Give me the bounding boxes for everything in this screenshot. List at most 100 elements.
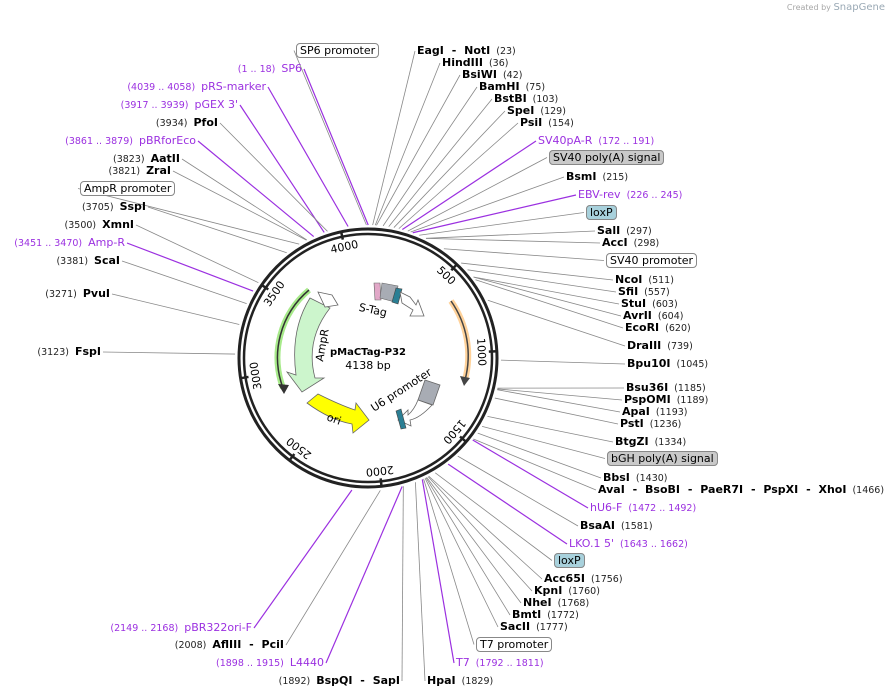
site-name: NcoI	[615, 273, 643, 286]
position-text: (3451 .. 3470)	[14, 238, 83, 249]
position-text: (1430)	[635, 473, 668, 484]
tick-mark	[240, 375, 249, 380]
enzyme-site-label[interactable]: (3934)PfoI	[156, 116, 218, 130]
enzyme-site-label[interactable]: KpnI(1760)	[534, 584, 600, 598]
enzyme-site-label[interactable]: (3821)ZraI	[108, 164, 171, 178]
backbone-circle	[237, 227, 499, 489]
enzyme-site-label[interactable]: BmtI(1772)	[512, 608, 579, 622]
tick-mark	[260, 283, 269, 291]
enzyme-site-label[interactable]: Bpu10I(1045)	[627, 357, 708, 371]
site-name: pBRforEco	[138, 134, 196, 147]
feature-label[interactable]: AmpR promoter	[80, 181, 176, 196]
position-text: (604)	[657, 311, 684, 322]
enzyme-site-label[interactable]: BbsI(1430)	[603, 471, 668, 485]
enzyme-site-label[interactable]: DraIII(739)	[627, 339, 693, 353]
site-name: BsiWI	[462, 68, 497, 81]
enzyme-site-label[interactable]: HpaI(1829)	[427, 674, 493, 688]
enzyme-site-label[interactable]: NcoI(511)	[615, 273, 674, 287]
enzyme-site-label[interactable]: PstI(1236)	[620, 417, 681, 431]
enzyme-site-label[interactable]: BsmI(215)	[566, 170, 628, 184]
position-text: (3271)	[45, 289, 77, 300]
enzyme-site-label[interactable]: HindIII(36)	[442, 56, 508, 70]
primer-label[interactable]: LKO.1 5'(1643 .. 1662)	[569, 537, 688, 551]
primer-label[interactable]: (3451 .. 3470)Amp-R	[14, 236, 125, 250]
feature-label[interactable]: SP6 promoter	[296, 43, 380, 58]
enzyme-site-label[interactable]: AvaI - BsoBI - PaeR7I - PspXI - XhoI(146…	[598, 483, 884, 497]
leader-line	[239, 104, 325, 233]
enzyme-site-label[interactable]: (3271)PvuI	[45, 287, 110, 301]
enzyme-site-label[interactable]: SpeI(129)	[507, 104, 566, 118]
feature-label[interactable]: loxP	[586, 205, 617, 220]
feature-u6-promoter[interactable]: U6 promoter	[369, 365, 441, 430]
leader-line	[77, 188, 300, 245]
primer-label[interactable]: hU6-F(1472 .. 1492)	[590, 501, 696, 515]
tick-label: 4000	[329, 238, 359, 257]
position-text: (1045)	[676, 359, 709, 370]
position-text: (1 .. 18)	[237, 64, 276, 75]
enzyme-site-label[interactable]: EagI - NotI(23)	[417, 44, 516, 58]
leader-line	[487, 416, 614, 443]
enzyme-site-label[interactable]: PsiI(154)	[520, 116, 574, 130]
feature-name: bGH poly(A) signal	[607, 451, 718, 466]
feature-label[interactable]: loxP	[554, 553, 585, 568]
enzyme-site-label[interactable]: SacII(1777)	[500, 620, 568, 634]
position-text: (36)	[488, 58, 509, 69]
feature-label[interactable]: bGH poly(A) signal	[607, 451, 718, 466]
enzyme-site-label[interactable]: BstBI(103)	[494, 92, 558, 106]
enzyme-site-label[interactable]: AvrII(604)	[623, 309, 683, 323]
position-text: (557)	[644, 287, 670, 298]
site-name: pRS-marker	[201, 80, 266, 93]
enzyme-site-label[interactable]: (1892)BspQI - SapI	[279, 674, 400, 688]
site-name: SfiI	[618, 285, 639, 298]
enzyme-site-label[interactable]: (3823)AatII	[113, 152, 180, 166]
enzyme-site-label[interactable]: BsaAI(1581)	[580, 519, 653, 533]
primer-label[interactable]: T7(1792 .. 1811)	[456, 656, 544, 670]
position-text: (103)	[532, 94, 559, 105]
primer-label[interactable]: (1898 .. 1915)L4440	[216, 656, 324, 670]
snapgene-logo: SnapGene	[833, 2, 885, 13]
enzyme-site-label[interactable]: PspOMI(1189)	[624, 393, 708, 407]
enzyme-site-label[interactable]: StuI(603)	[621, 297, 678, 311]
enzyme-site-label[interactable]: (2008)AflIII - PciI	[175, 638, 284, 652]
primer-label[interactable]: EBV-rev(226 .. 245)	[578, 188, 682, 202]
site-name: HpaI	[427, 674, 456, 687]
enzyme-site-label[interactable]: BsiWI (42)	[462, 68, 522, 82]
enzyme-site-label[interactable]: EcoRI(620)	[625, 321, 691, 335]
enzyme-site-label[interactable]: Acc65I(1756)	[544, 572, 623, 586]
enzyme-site-label[interactable]: SalI(297)	[597, 224, 652, 238]
enzyme-site-label[interactable]: NheI(1768)	[523, 596, 589, 610]
enzyme-site-label[interactable]: SfiI (557)	[618, 285, 670, 299]
feature-ampr[interactable]: AmpR	[285, 291, 339, 393]
position-text: (75)	[525, 82, 546, 93]
leader-line	[424, 477, 499, 628]
feature-label[interactable]: SV40 promoter	[606, 253, 698, 268]
enzyme-site-label[interactable]: Bsu36I(1185)	[626, 381, 706, 395]
primer-label[interactable]: (2149 .. 2168)pBR322ori-F	[110, 621, 252, 635]
site-name: ZraI	[146, 164, 171, 177]
primer-label[interactable]: (3861 .. 3879)pBRforEco	[65, 134, 196, 148]
feature-label[interactable]: SV40 poly(A) signal	[549, 150, 665, 165]
primer-label[interactable]: (1 .. 18)SP6	[238, 62, 302, 76]
position-text: (226 .. 245)	[626, 190, 683, 201]
site-name: pBR322ori-F	[184, 621, 252, 634]
site-name: AflIII - PciI	[212, 638, 284, 651]
position-text: (42)	[502, 70, 523, 81]
primer-label[interactable]: (4039 .. 4058)pRS-marker	[127, 80, 266, 94]
leader-line	[467, 269, 617, 293]
enzyme-site-label[interactable]: AccI(298)	[602, 236, 659, 250]
enzyme-site-label[interactable]: ApaI(1193)	[622, 405, 688, 419]
primer-label[interactable]: (3917 .. 3939)pGEX 3'	[121, 98, 238, 112]
position-text: (172 .. 191)	[598, 136, 655, 147]
site-name: BsaAI	[580, 519, 615, 532]
primer-label[interactable]: SV40pA-R(172 .. 191)	[538, 134, 654, 148]
enzyme-site-label[interactable]: (3123)FspI	[37, 345, 101, 359]
feature-label[interactable]: T7 promoter	[476, 637, 553, 652]
enzyme-site-label[interactable]: (3381)ScaI	[56, 254, 120, 268]
enzyme-site-label[interactable]: (3500)XmnI	[65, 218, 134, 232]
feature-s-tag[interactable]: S-Tag	[358, 282, 425, 319]
enzyme-site-label[interactable]: (3705)SspI	[82, 200, 146, 214]
feature-ori[interactable]: ori	[306, 393, 370, 434]
enzyme-site-label[interactable]: BamHI(75)	[479, 80, 545, 94]
enzyme-site-label[interactable]: BtgZI(1334)	[615, 435, 686, 449]
leader-line	[426, 477, 522, 604]
